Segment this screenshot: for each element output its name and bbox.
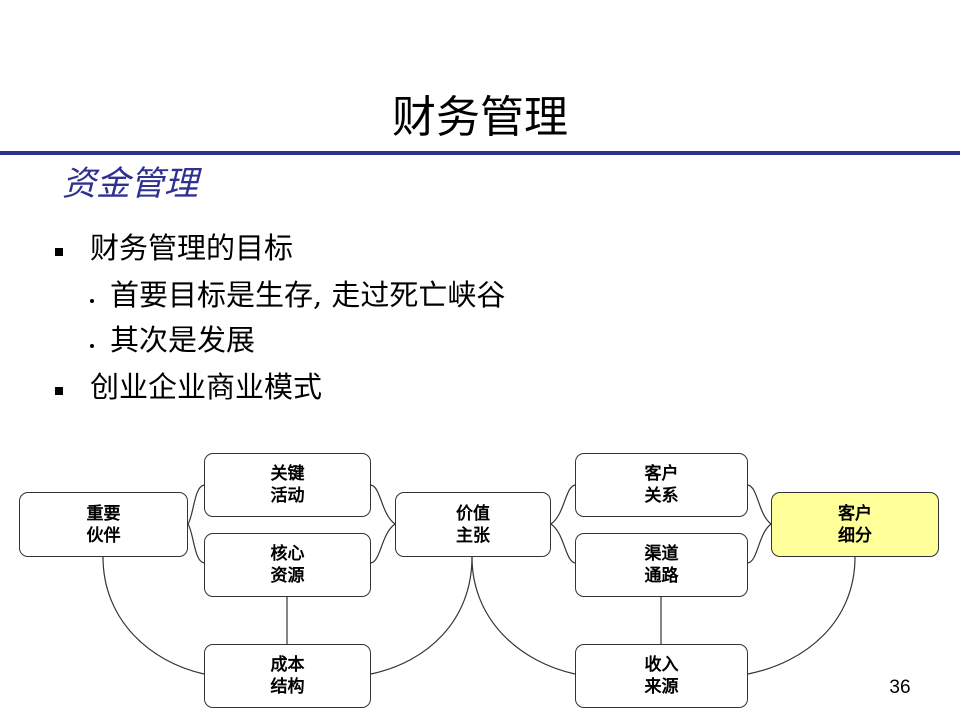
node-label-line: 渠道 [644,544,679,564]
square-bullet-icon [55,387,63,395]
node-label-line: 伙伴 [86,525,121,546]
node-channels: 渠道 通路 [575,533,748,597]
node-label-line: 价值 [456,503,490,524]
arc-value-to-revenue [471,556,576,675]
node-revenue-streams: 收入 来源 [575,644,748,708]
brace-right-of-channels [747,484,772,564]
dot-bullet-icon [90,299,94,303]
bullet-item: 财务管理的目标 [55,228,294,268]
node-label-line: 关系 [644,486,679,506]
bullet-text: 创业企业商业模式 [90,370,323,404]
node-label-line: 核心 [270,544,305,564]
node-cost-structure: 成本 结构 [204,644,371,708]
arc-partners-to-cost [102,556,205,675]
page-number: 36 [889,677,911,698]
node-label-line: 结构 [270,677,305,697]
bullet-item: 创业企业商业模式 [55,367,323,407]
arc-value-to-cost [370,556,473,675]
bullet-text: 其次是发展 [110,323,256,357]
slide-subtitle: 资金管理 [62,164,198,204]
node-customer-relationships: 客户 关系 [575,453,748,517]
brace-left-of-activities [187,484,205,564]
bullet-text: 首要目标是生存, 走过死亡峡谷 [110,278,506,312]
node-key-partners: 重要 伙伴 [19,492,188,557]
node-key-activities: 关键 活动 [204,453,371,517]
node-label-line: 收入 [644,655,679,675]
brace-left-of-channels [549,484,576,564]
node-label-line: 重要 [86,503,121,524]
node-label-line: 主张 [456,525,490,546]
brace-right-of-activities [370,484,397,564]
node-label-line: 关键 [270,464,305,484]
square-bullet-icon [55,248,63,256]
sub-bullet-item: 首要目标是生存, 走过死亡峡谷 [90,275,506,315]
node-value-proposition: 价值 主张 [395,492,551,557]
node-label-line: 客户 [838,503,872,524]
dot-bullet-icon [90,344,94,348]
node-label-line: 来源 [644,677,679,697]
node-label-line: 成本 [270,655,305,675]
node-customer-segments: 客户 细分 [771,492,939,557]
node-label-line: 通路 [644,566,679,586]
node-label-line: 资源 [270,566,305,586]
node-key-resources: 核心 资源 [204,533,371,597]
sub-bullet-item: 其次是发展 [90,320,256,360]
arc-segments-to-revenue [747,556,856,675]
title-rule [0,151,960,155]
node-label-line: 细分 [838,525,872,546]
node-label-line: 客户 [644,464,679,484]
slide-title: 财务管理 [392,92,568,143]
node-label-line: 活动 [270,486,305,506]
bullet-text: 财务管理的目标 [90,231,294,265]
